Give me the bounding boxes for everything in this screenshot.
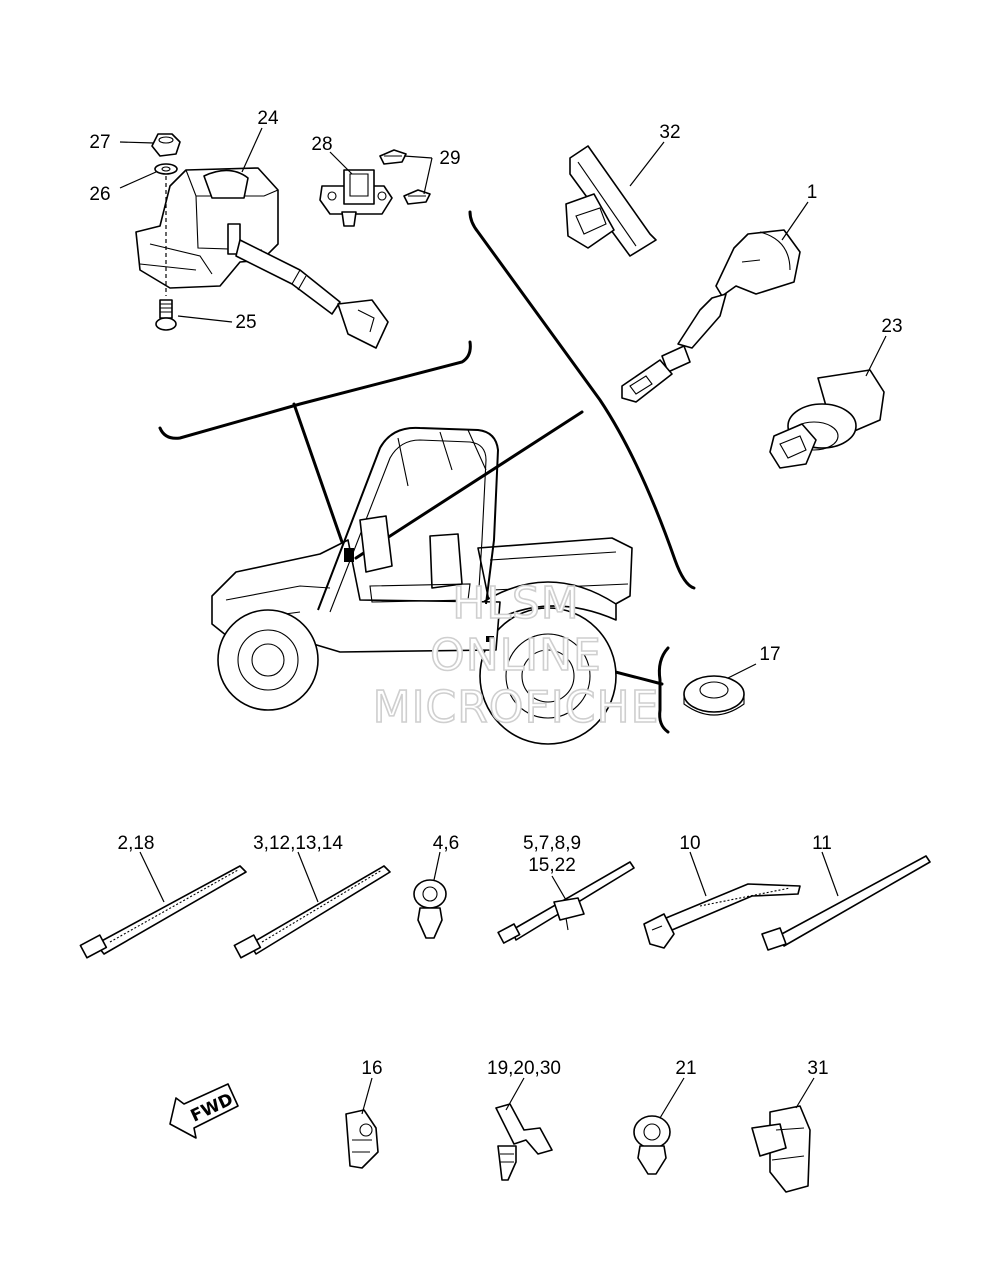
label-part-1: 1 (807, 182, 818, 203)
label-part-32: 32 (659, 122, 680, 143)
label-part-27: 27 (89, 132, 110, 153)
label-part-5-7-8-9: 5,7,8,9 (523, 833, 581, 854)
watermark-line-1: HLSM (452, 578, 580, 629)
part-31-clamp (751, 1105, 811, 1193)
part-16-clip (345, 1109, 379, 1169)
part-27-nut (151, 133, 181, 157)
part-2-18-tie (79, 865, 247, 959)
label-part-21: 21 (675, 1058, 696, 1079)
label-part-2-18: 2,18 (118, 833, 155, 854)
part-4-6-clip (413, 879, 447, 939)
watermark-line-3: MICROFICHE (373, 682, 660, 733)
label-part-23: 23 (881, 316, 902, 337)
part-32-module (565, 145, 657, 257)
label-part-29: 29 (439, 148, 460, 169)
label-part-28: 28 (311, 134, 332, 155)
label-part-3-12-13-14: 3,12,13,14 (253, 833, 343, 854)
part-26-washer (154, 163, 178, 175)
part-1-switch (621, 229, 801, 403)
part-23-sensor (769, 369, 885, 469)
label-part-11: 11 (812, 833, 832, 854)
watermark-line-2: ONLINE (430, 630, 602, 681)
part-10-clip-tie (643, 883, 801, 949)
label-part-10: 10 (679, 833, 700, 854)
watermark: HLSM ONLINE MICROFICHE (372, 577, 660, 734)
label-part-25: 25 (235, 312, 256, 333)
label-part-26: 26 (89, 184, 110, 205)
part-25-bolt (155, 299, 177, 331)
part-11-tie (761, 855, 931, 951)
label-part-31: 31 (807, 1058, 828, 1079)
vehicle-illustration (211, 426, 633, 745)
part-29-screws (379, 149, 431, 205)
part-28-sensor (319, 169, 393, 227)
leader-lines (119, 127, 887, 1119)
label-part-16: 16 (361, 1058, 382, 1079)
part-19-20-30-clip (495, 1103, 553, 1181)
part-3-12-13-14-tie (233, 865, 391, 959)
label-part-24: 24 (257, 108, 279, 129)
part-21-clip (633, 1115, 671, 1175)
part-5-7-8-9-15-22-tie (497, 861, 635, 944)
part-labels: 27 26 24 25 28 29 32 1 23 17 2,18 3,12,1… (89, 108, 902, 1127)
label-part-19-20-30: 19,20,30 (487, 1058, 561, 1079)
label-part-17: 17 (759, 644, 780, 665)
label-part-4-6: 4,6 (433, 833, 459, 854)
fwd-direction-arrow[interactable] (169, 1083, 239, 1139)
part-24-unit (135, 167, 389, 349)
part-17-grommet (683, 675, 745, 716)
label-part-15-22: 15,22 (528, 855, 576, 876)
